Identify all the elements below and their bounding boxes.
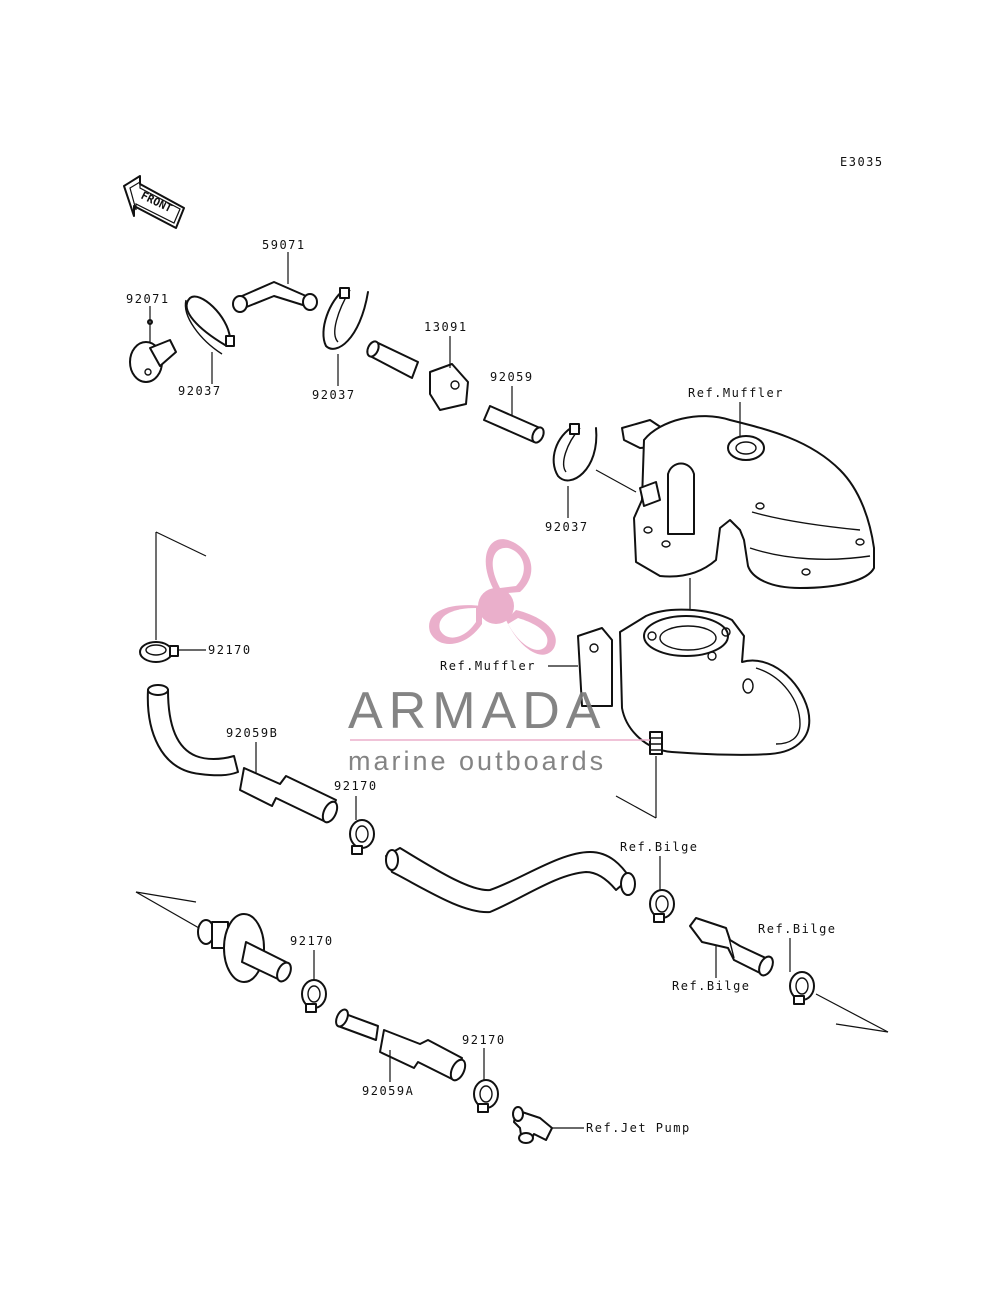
brand-tagline: marine outboards xyxy=(348,746,606,776)
label-92059: 92059 xyxy=(490,370,534,384)
band-clamp-part-c xyxy=(552,423,598,482)
label-92170-a: 92170 xyxy=(208,643,252,657)
drain-plug-part xyxy=(129,319,177,383)
label-92170-c: 92170 xyxy=(290,934,334,948)
hose-92059-part xyxy=(483,405,545,444)
hose-clamp-part-c xyxy=(301,979,327,1013)
leader-clamp-to-muffler xyxy=(595,469,637,493)
long-bilge-hose-part xyxy=(385,847,636,914)
label-ref-muffler-mid: Ref.Muffler xyxy=(440,659,536,673)
bilge-hose-pieces-part xyxy=(689,917,774,977)
muffler-elbow-part xyxy=(621,415,875,589)
label-ref-muffler-top: Ref.Muffler xyxy=(688,386,784,400)
hose-clamp-part-b xyxy=(349,819,375,855)
leader-muffler-outlet-b xyxy=(615,795,657,819)
hose-92059b-part xyxy=(239,767,339,824)
bent-hose-part xyxy=(146,684,239,777)
fitting-59071-part xyxy=(232,281,318,313)
hose-clamp-part-right xyxy=(789,971,815,1005)
label-ref-bilge-a: Ref.Bilge xyxy=(620,840,699,854)
label-92059a: 92059A xyxy=(362,1084,414,1098)
guide-line-d xyxy=(835,1023,889,1033)
guide-line-c xyxy=(815,993,889,1033)
short-hose-part xyxy=(366,340,419,379)
jet-pump-elbow-part xyxy=(512,1106,553,1144)
band-clamp-part-b xyxy=(322,287,369,350)
diagram-code: E3035 xyxy=(840,155,884,169)
hose-clamp-part-d xyxy=(473,1079,499,1113)
label-92170-d: 92170 xyxy=(462,1033,506,1047)
armada-logo: ARMADA marine outboards xyxy=(348,539,650,776)
brand-name: ARMADA xyxy=(348,682,606,740)
label-92037-c: 92037 xyxy=(545,520,589,534)
label-59071: 59071 xyxy=(262,238,306,252)
hose-92059a-part xyxy=(335,1008,467,1082)
band-clamp-part-a xyxy=(184,295,235,355)
hose-clamp-part-a xyxy=(139,641,179,663)
guide-line-f xyxy=(135,891,207,933)
hull-fitting-part xyxy=(197,913,292,983)
propeller-icon xyxy=(429,539,556,655)
label-13091: 13091 xyxy=(424,320,468,334)
front-arrow-icon: FRONT xyxy=(123,175,185,229)
label-92037-b: 92037 xyxy=(312,388,356,402)
label-ref-bilge-c: Ref.Bilge xyxy=(758,922,837,936)
label-ref-jet-pump: Ref.Jet Pump xyxy=(586,1121,691,1135)
label-92037-a: 92037 xyxy=(178,384,222,398)
label-92071: 92071 xyxy=(126,292,170,306)
hose-clamp-part-bilge xyxy=(649,889,675,923)
label-ref-bilge-b: Ref.Bilge xyxy=(672,979,751,993)
guide-line-e xyxy=(135,891,197,903)
damper-block-part xyxy=(429,363,469,411)
guide-line-a xyxy=(155,531,207,557)
label-92059b: 92059B xyxy=(226,726,278,740)
muffler-body-part xyxy=(577,608,811,756)
label-92170-b: 92170 xyxy=(334,779,378,793)
